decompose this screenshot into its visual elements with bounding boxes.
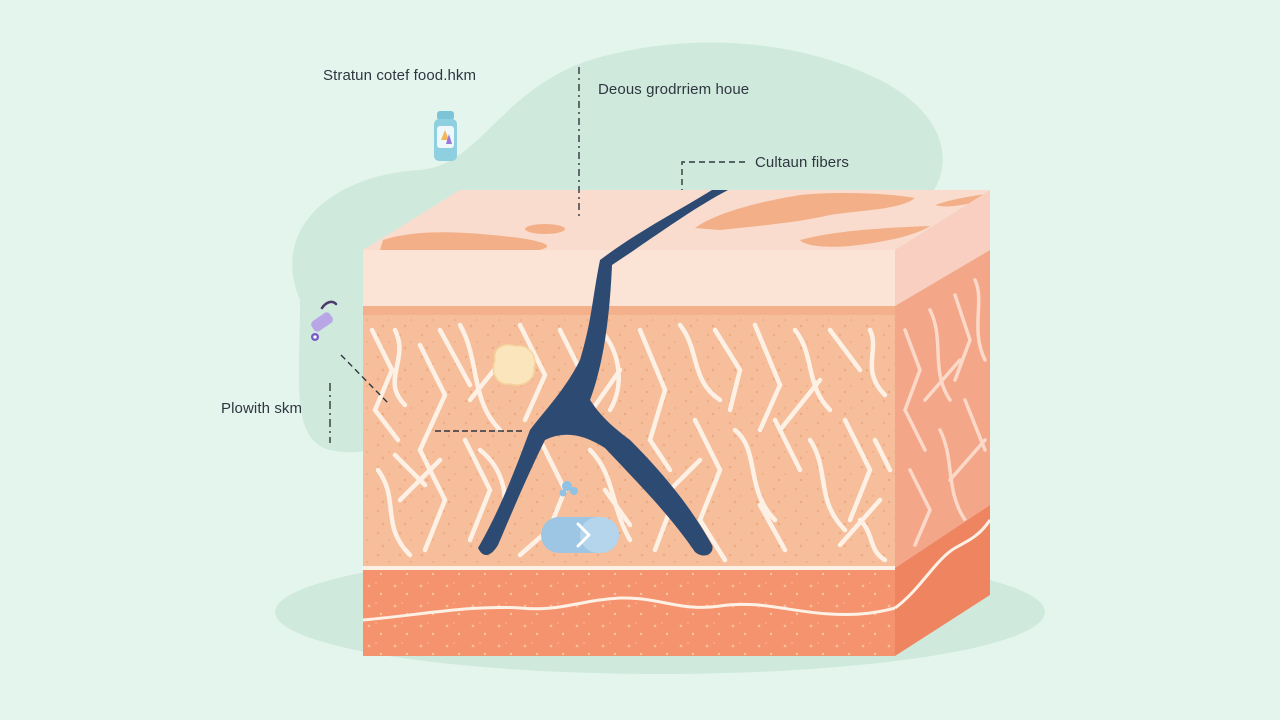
label-skin: Plowith skm: [221, 400, 303, 417]
label-collagen-fibers: Cultaun fibers: [755, 154, 849, 171]
water-droplet-icon: [559, 481, 578, 497]
epidermis-front: [363, 250, 895, 307]
blood-vessel: [478, 190, 728, 556]
side-face-epidermis: [895, 190, 990, 306]
side-collagen-fibers: [903, 278, 987, 547]
side-hypodermis-wave: [894, 519, 992, 610]
fat-cell-icon: [492, 344, 536, 386]
capsule-icon: [541, 517, 619, 553]
dermis-bottom-line: [363, 566, 895, 570]
label-stratum: Stratun cotef food.hkm: [323, 67, 477, 84]
bottle-icon: [434, 111, 457, 161]
top-surface-patch: [935, 194, 985, 207]
top-surface-patch: [800, 226, 930, 247]
top-surface-patch: [695, 193, 915, 230]
top-surface-patch: [380, 232, 548, 250]
leader-line-left-diagonal: [340, 354, 390, 405]
hypodermis-wave: [362, 596, 896, 622]
syringe-icon: [311, 300, 338, 341]
epidermis-basal-line: [363, 306, 895, 315]
top-surface-patch: [525, 224, 565, 234]
label-dermis-layer: Deous grodrriem houe: [598, 81, 750, 98]
leader-lines: [329, 67, 745, 443]
leader-line-right: [681, 161, 745, 190]
